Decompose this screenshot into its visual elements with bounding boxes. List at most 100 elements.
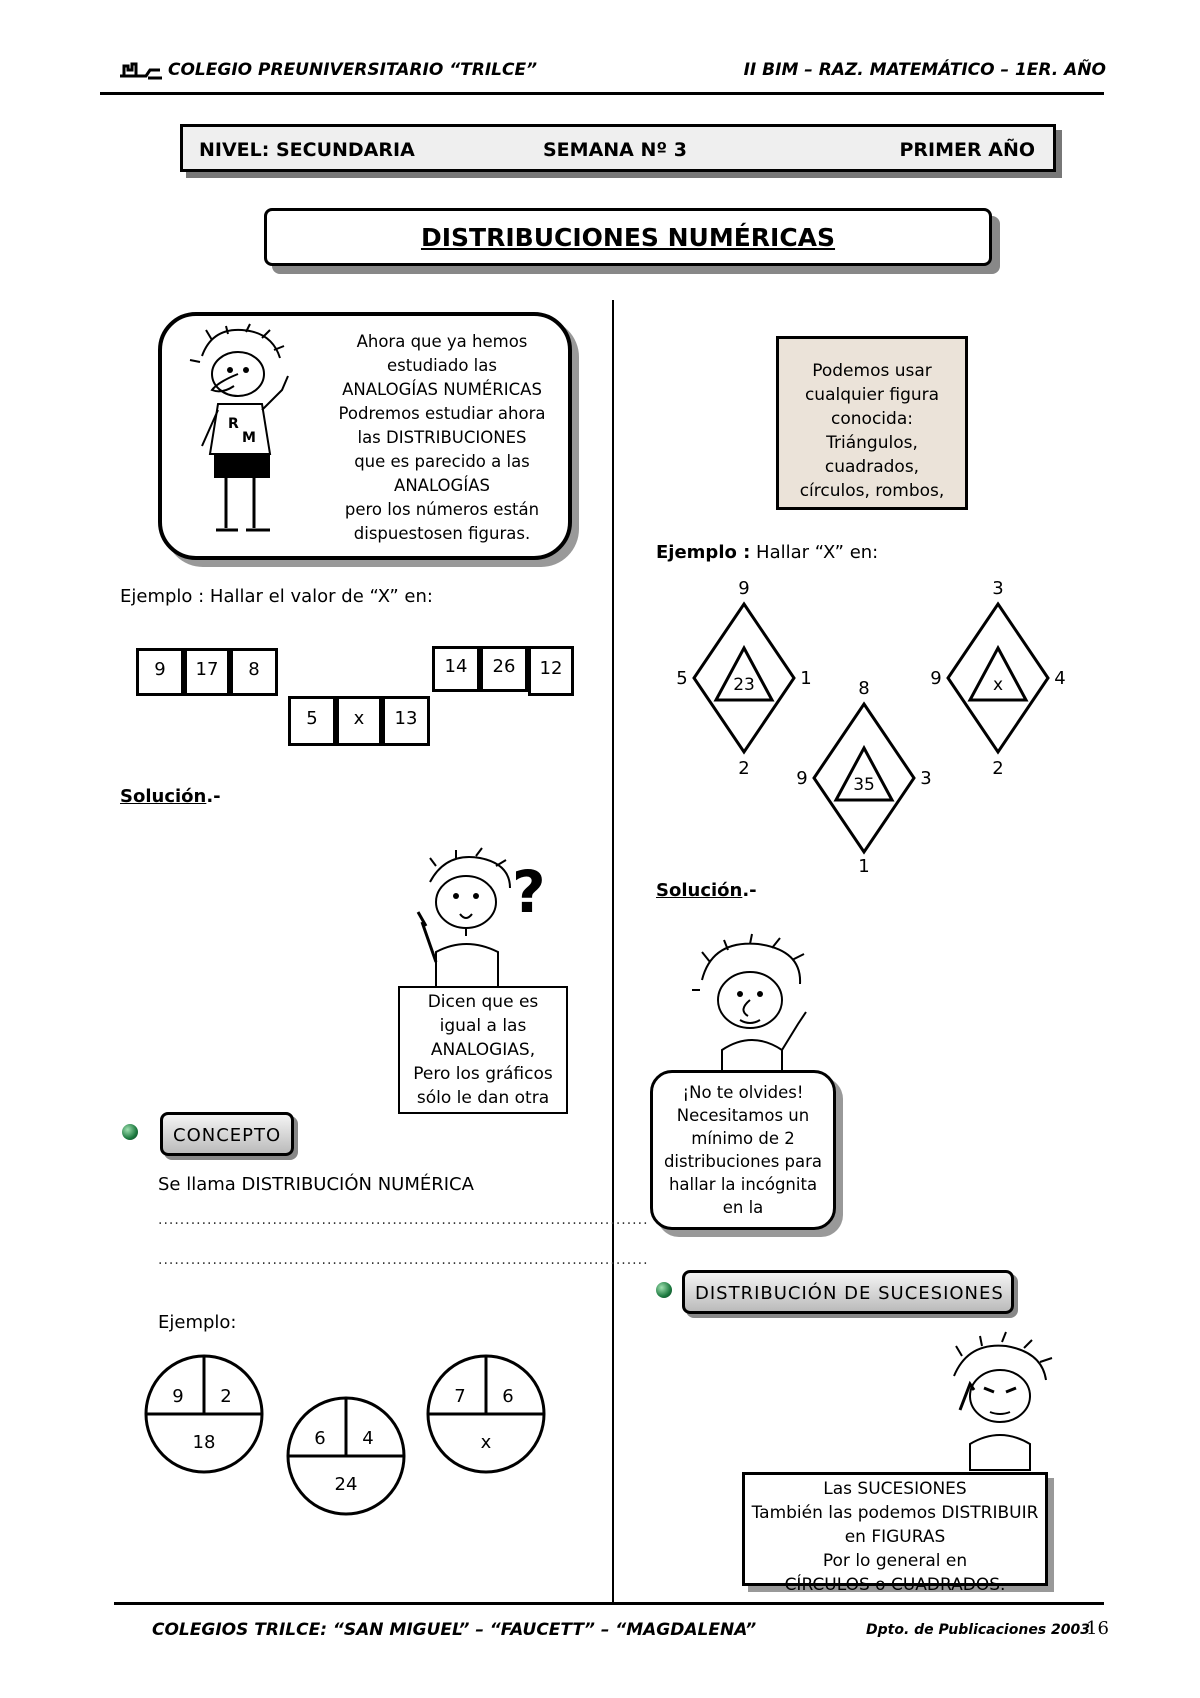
concepto-label: CONCEPTO: [173, 1125, 282, 1146]
note-line: conocida:: [831, 409, 913, 429]
rhombus-value: 35: [853, 775, 875, 795]
solution-suffix: .-: [206, 786, 221, 807]
reminder-line: en la: [722, 1198, 764, 1217]
circle-value: 9: [172, 1386, 183, 1407]
number-cell: 17: [184, 648, 230, 696]
circle-figure: 7 6 x: [426, 1354, 546, 1474]
page-number: 16: [1086, 1618, 1109, 1639]
pointing-character-icon: [940, 1331, 1060, 1474]
intro-line: Podremos estudiar ahora: [338, 404, 546, 423]
rhombus-value: 3: [992, 578, 1003, 599]
note-line: Podemos usar: [812, 361, 932, 381]
circle-value: 18: [193, 1432, 216, 1453]
footer-department: Dpto. de Publicaciones 2003: [866, 1622, 1090, 1638]
column-divider: [612, 300, 614, 1602]
bullet-icon: [656, 1282, 672, 1298]
circle-value: 6: [502, 1386, 513, 1407]
note-line: Dicen que es: [427, 992, 539, 1012]
example1-label: Ejemplo : Hallar el valor de “X” en:: [120, 586, 433, 607]
rhombus-value: 8: [858, 678, 869, 699]
reminder-line: mínimo de 2: [691, 1129, 795, 1148]
reminder-line: distribuciones para: [663, 1152, 823, 1171]
footer-rule: [114, 1602, 1104, 1605]
reminder-line: ¡No te olvides!: [682, 1083, 804, 1102]
rhombus-value: 5: [676, 668, 687, 689]
bullet-icon: [122, 1124, 138, 1140]
note-line: También las podemos DISTRIBUIR: [751, 1503, 1039, 1523]
circle-value: 2: [220, 1386, 231, 1407]
rhombus-distributions: 9 5 1 2 23 8 9 3 1 35 3 9 4 2 x: [676, 578, 1065, 877]
concepto-text: Se llama DISTRIBUCIÓN NUMÉRICA: [158, 1174, 474, 1195]
example2-label-rest: Hallar “X” en:: [750, 542, 879, 563]
circle-value: 24: [335, 1474, 358, 1495]
svg-text:M: M: [242, 430, 256, 446]
note-line: en FIGURAS: [844, 1527, 946, 1547]
note-line: sólo le dan otra: [416, 1088, 550, 1108]
rhombus-value: 9: [796, 768, 807, 789]
school-logo-icon: [118, 60, 164, 86]
note-line: CÍRCULOS o CUADRADOS.: [784, 1575, 1006, 1595]
circle-value: 7: [454, 1386, 465, 1407]
example2-label-bold: Ejemplo :: [656, 542, 751, 563]
circle-distributions: 9 2 18 6 4 24 7 6 x: [144, 1354, 546, 1516]
number-cell: 13: [382, 696, 430, 746]
rhombus-figure: 9 5 1 2 23: [676, 578, 811, 779]
page-title: DISTRIBUCIONES NUMÉRICAS: [420, 223, 836, 252]
note-line: ANALOGIAS,: [430, 1040, 536, 1060]
waving-character-icon: [692, 933, 822, 1078]
note-line: cualquier figura: [804, 385, 940, 405]
page-title-box: DISTRIBUCIONES NUMÉRICAS: [264, 208, 992, 266]
number-cell: 26: [480, 646, 528, 692]
intro-line: ANALOGÍAS: [394, 476, 490, 495]
solution-label: Solución: [656, 880, 743, 901]
circle-value: 4: [362, 1428, 373, 1449]
header-course-info: II BIM – RAZ. MATEMÁTICO – 1ER. AÑO: [743, 60, 1106, 80]
reminder-text: ¡No te olvides! Necesitamos un mínimo de…: [653, 1081, 833, 1219]
circle-value: x: [481, 1432, 492, 1453]
concepto-pill: CONCEPTO: [160, 1112, 294, 1156]
concepto-example-label: Ejemplo:: [158, 1312, 237, 1333]
rhombus-value: 4: [1054, 668, 1065, 689]
rhombus-figure: 3 9 4 2 x: [930, 578, 1065, 779]
reminder-line: hallar la incógnita: [668, 1175, 818, 1194]
footer-schools: COLEGIOS TRILCE: “SAN MIGUEL” – “FAUCETT…: [152, 1620, 757, 1640]
reminder-line: Necesitamos un: [676, 1106, 810, 1125]
number-cell: 12: [528, 646, 574, 696]
svg-text:R: R: [228, 416, 239, 432]
note-line: Las SUCESIONES: [823, 1479, 967, 1499]
intro-bubble-text: Ahora que ya hemos estudiado las ANALOGÍ…: [322, 330, 562, 546]
rhombus-value: 9: [738, 578, 749, 599]
level-label: NIVEL: SECUNDARIA: [199, 139, 415, 161]
thinking-character-icon: ?: [400, 847, 570, 996]
note-line: igual a las: [439, 1016, 527, 1036]
number-cell: 8: [230, 648, 278, 696]
rhombus-value: 3: [920, 768, 931, 789]
rhombus-value: 9: [930, 668, 941, 689]
intro-line: estudiado las: [387, 356, 497, 375]
note-line: Por lo general en: [822, 1551, 968, 1571]
note-line: Triángulos,: [826, 433, 918, 453]
number-cell: 5: [288, 696, 336, 746]
circle-value: 6: [314, 1428, 325, 1449]
example2-label: Ejemplo : Hallar “X” en:: [656, 542, 878, 563]
number-cell: 9: [136, 648, 184, 696]
circle-figure: 9 2 18: [144, 1354, 264, 1474]
year-label: PRIMER AÑO: [899, 139, 1035, 161]
week-label: SEMANA Nº 3: [543, 139, 687, 161]
sucesiones-pill: DISTRIBUCIÓN DE SUCESIONES: [682, 1270, 1014, 1314]
rhombus-value: 1: [858, 856, 869, 877]
answer-line: ........................................…: [158, 1252, 649, 1268]
solution-label: Solución: [120, 786, 207, 807]
circle-figure: 6 4 24: [286, 1396, 406, 1516]
answer-line: ........................................…: [158, 1212, 649, 1228]
header-rule: [100, 92, 1104, 95]
intro-line: Ahora que ya hemos: [356, 332, 528, 351]
note-line: cuadrados,: [824, 457, 920, 477]
solution-heading: Solución.-: [120, 786, 221, 807]
intro-line: pero los números están: [344, 500, 540, 519]
number-cell: x: [336, 696, 382, 746]
rhombus-value: x: [993, 675, 1003, 695]
header-school-name: COLEGIO PREUNIVERSITARIO “TRILCE”: [168, 60, 538, 80]
thinking-note: Dicen que es igual a las ANALOGIAS, Pero…: [398, 986, 568, 1114]
